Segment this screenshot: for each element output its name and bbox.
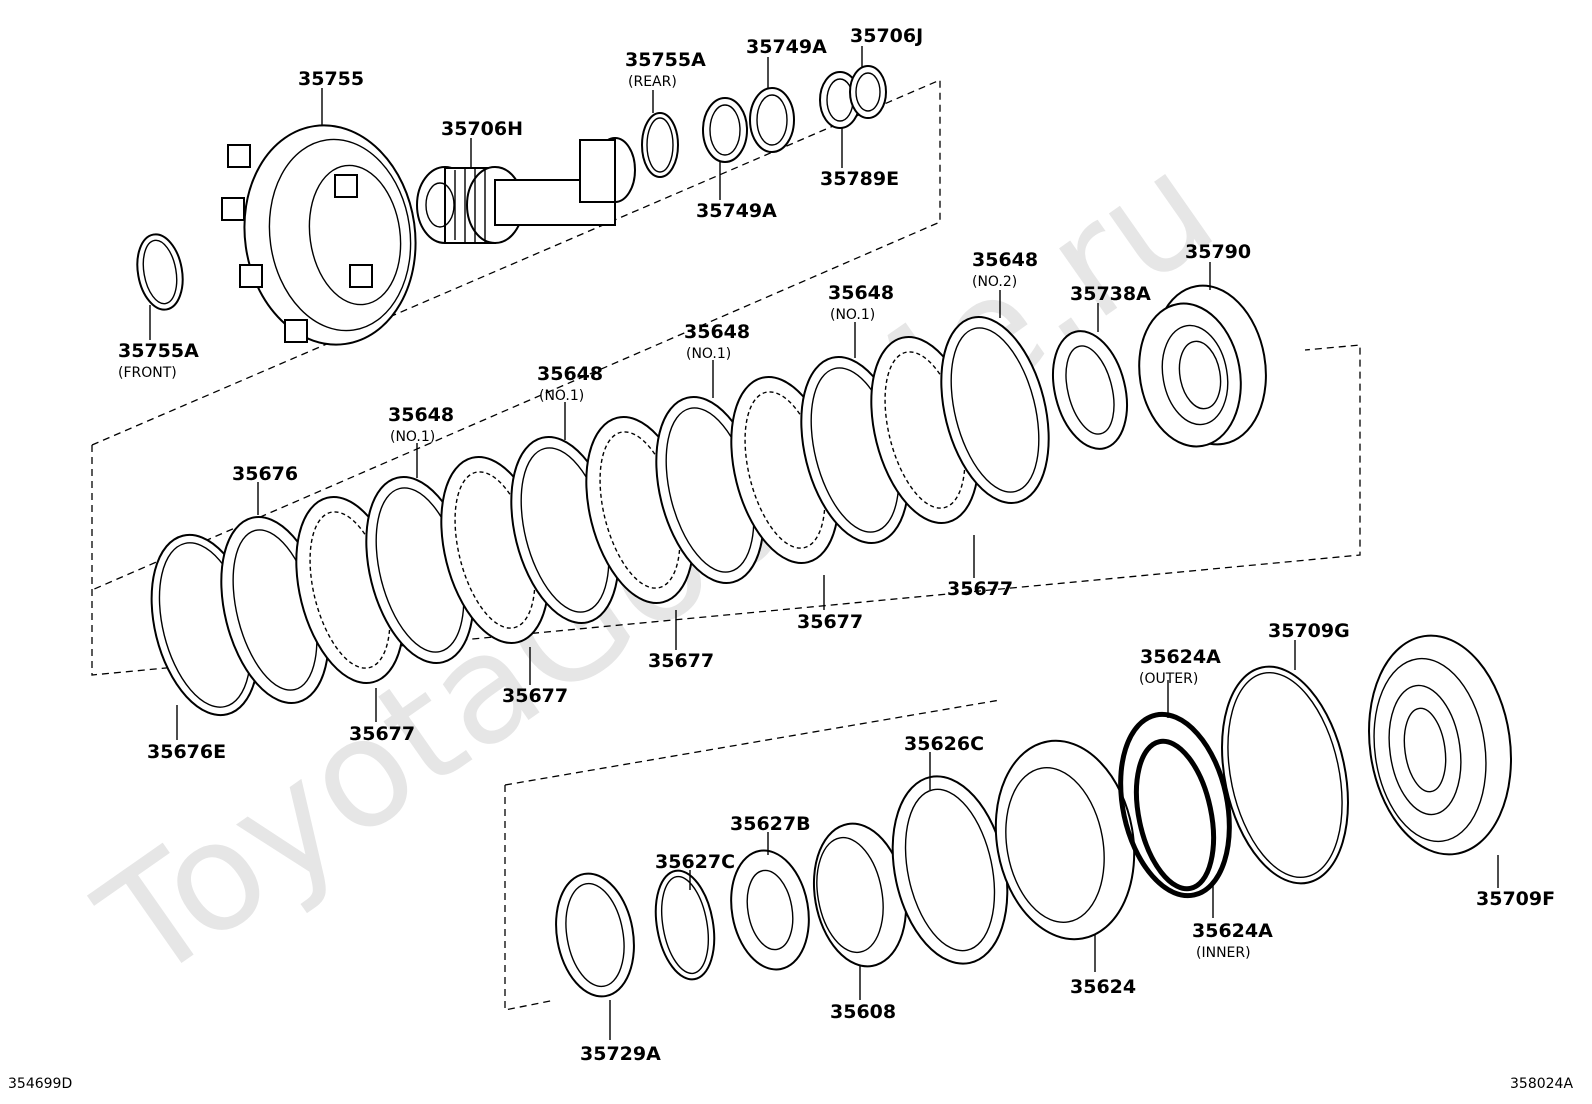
- label-35729a[interactable]: 35729A: [580, 1043, 661, 1065]
- label-35676e[interactable]: 35676E: [147, 741, 226, 763]
- label-35709g[interactable]: 35709G: [1268, 620, 1350, 642]
- label-35648-no1-d[interactable]: 35648: [388, 404, 454, 426]
- label-35755[interactable]: 35755: [298, 68, 364, 90]
- group-outline-top: [91, 79, 941, 591]
- label-35648-no2-note: (NO.2): [972, 274, 1017, 290]
- label-35648-no1-b[interactable]: 35648: [684, 321, 750, 343]
- label-35790[interactable]: 35790: [1185, 241, 1251, 263]
- label-35755a-front[interactable]: 35755A: [118, 340, 199, 362]
- group-outline-bottom: [504, 785, 556, 1011]
- plate-35648-no2: [940, 316, 1050, 504]
- o-ring-35624a: [1118, 711, 1232, 899]
- thrust-washer-bottom: [702, 97, 748, 163]
- input-shaft: [416, 137, 636, 244]
- label-35624a-outer[interactable]: 35624A: [1140, 646, 1221, 668]
- label-35749a-top[interactable]: 35749A: [746, 36, 827, 58]
- ref-code-right: 358024A: [1510, 1076, 1573, 1092]
- label-35624a-outer-note: (OUTER): [1139, 671, 1198, 687]
- label-35648-no2[interactable]: 35648: [972, 249, 1038, 271]
- leader-lines: [149, 46, 1499, 1040]
- drum-35709f: [1368, 634, 1512, 856]
- label-35676[interactable]: 35676: [232, 463, 298, 485]
- label-35627b[interactable]: 35627B: [730, 813, 811, 835]
- label-35627c[interactable]: 35627C: [655, 851, 735, 873]
- label-35755a-rear[interactable]: 35755A: [625, 49, 706, 71]
- snap-ring-35627c: [654, 869, 716, 981]
- washer-35738a: [1052, 330, 1128, 450]
- label-35648-no1-b-note: (NO.1): [686, 346, 731, 362]
- label-35677-e[interactable]: 35677: [349, 723, 415, 745]
- label-35755a-front-note: (FRONT): [118, 365, 177, 381]
- clutch-drum: [221, 124, 417, 346]
- snap-ring-front: [136, 233, 184, 311]
- label-35709f[interactable]: 35709F: [1476, 888, 1555, 910]
- label-35706j[interactable]: 35706J: [850, 25, 923, 47]
- group-outline-middle: [91, 344, 1361, 676]
- label-35706h[interactable]: 35706H: [441, 118, 523, 140]
- snap-ring-35709g: [1221, 665, 1349, 885]
- label-35626c[interactable]: 35626C: [904, 733, 984, 755]
- one-way-clutch-35608: [812, 822, 908, 968]
- label-35608[interactable]: 35608: [830, 1001, 896, 1023]
- label-35648-no1-c-note: (NO.1): [539, 388, 584, 404]
- part-labels: 35755 35706H 35755A (REAR) 35749A 35706J…: [118, 25, 1555, 1065]
- label-35624a-inner-note: (INNER): [1196, 945, 1251, 961]
- label-35624a-inner[interactable]: 35624A: [1192, 920, 1273, 942]
- label-35677-a[interactable]: 35677: [947, 578, 1013, 600]
- retainer-35627b: [730, 849, 810, 971]
- label-35648-no1-d-note: (NO.1): [390, 429, 435, 445]
- label-35677-d[interactable]: 35677: [502, 685, 568, 707]
- thrust-washer-35729a: [555, 872, 635, 998]
- piston-35624: [994, 739, 1136, 941]
- label-35648-no1-c[interactable]: 35648: [537, 363, 603, 385]
- label-35738a[interactable]: 35738A: [1070, 283, 1151, 305]
- ref-code-left: 354699D: [8, 1076, 72, 1092]
- label-35789e[interactable]: 35789E: [820, 168, 899, 190]
- label-35749a-bottom[interactable]: 35749A: [696, 200, 777, 222]
- label-35755a-rear-note: (REAR): [628, 74, 677, 90]
- hub-35790: [1138, 284, 1267, 448]
- label-35648-no1-a-note: (NO.1): [830, 307, 875, 323]
- thrust-bearing: [849, 65, 887, 119]
- label-35677-c[interactable]: 35677: [648, 650, 714, 672]
- thrust-washer-top: [749, 87, 795, 153]
- label-35624[interactable]: 35624: [1070, 976, 1136, 998]
- label-35648-no1-a[interactable]: 35648: [828, 282, 894, 304]
- label-35677-b[interactable]: 35677: [797, 611, 863, 633]
- snap-ring-rear: [641, 112, 679, 178]
